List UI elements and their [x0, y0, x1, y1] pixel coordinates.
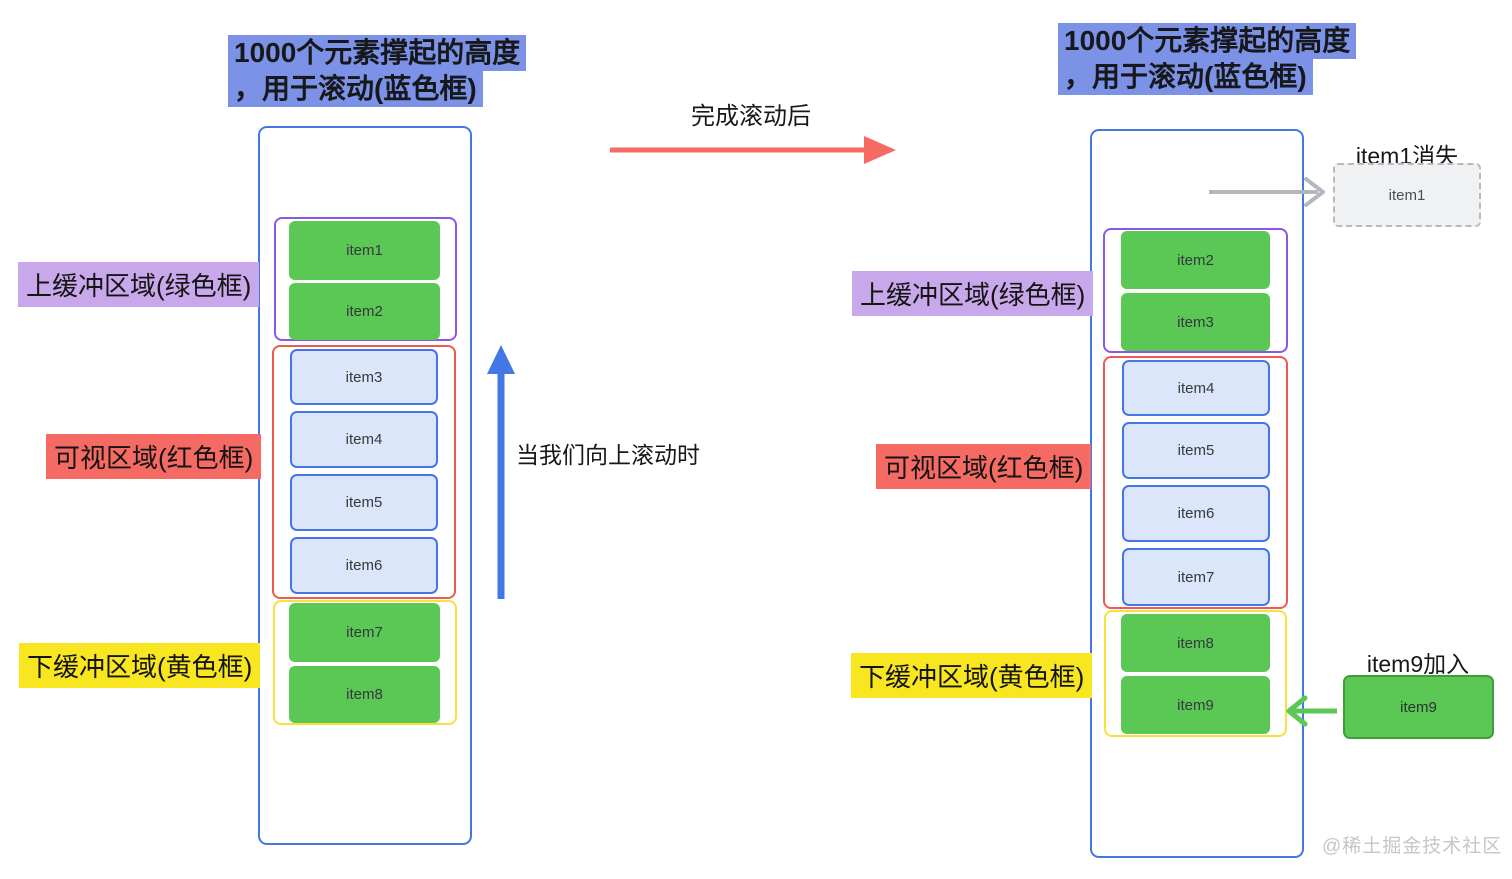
- scroll-done-arrow: [610, 136, 896, 164]
- right-title: 1000个元素撑起的高度 ，用于滚动(蓝色框): [1058, 23, 1357, 95]
- item-card: item4: [290, 411, 438, 468]
- item-removed-arrow: [1209, 177, 1325, 207]
- item-card: item2: [289, 283, 440, 340]
- left-upper-buffer-box: [274, 217, 457, 341]
- item-card: item3: [1121, 293, 1270, 351]
- left-upper-buffer-label: 上缓冲区域(绿色框): [18, 262, 260, 307]
- item-card: item3: [290, 349, 438, 405]
- scroll-done-label: 完成滚动后: [691, 103, 811, 130]
- scroll-up-label: 当我们向上滚动时: [516, 442, 700, 468]
- item-card: item1: [289, 221, 440, 280]
- added-item-card: item9: [1343, 675, 1494, 739]
- left-scroll-container: [258, 126, 472, 845]
- left-visible-area-label: 可视区域(红色框): [46, 434, 262, 479]
- item-card: item8: [289, 666, 440, 723]
- item-card: item8: [1121, 614, 1270, 672]
- right-title-line2: ，用于滚动(蓝色框): [1058, 59, 1313, 95]
- item-added-arrow: [1286, 695, 1337, 727]
- item-added-label: item9加入: [1366, 651, 1470, 677]
- right-upper-buffer-label: 上缓冲区域(绿色框): [852, 271, 1094, 316]
- right-upper-buffer-box: [1103, 228, 1288, 353]
- item-card: item9: [1121, 676, 1270, 734]
- left-lower-buffer-box: [273, 600, 457, 725]
- item-card: item5: [1122, 422, 1270, 479]
- scroll-up-arrow: [487, 345, 515, 599]
- item-card: item6: [1122, 485, 1270, 542]
- left-visible-area-box: [272, 345, 456, 599]
- item-card: item5: [290, 474, 438, 531]
- item-card: item7: [289, 603, 440, 662]
- right-title-line1: 1000个元素撑起的高度: [1058, 23, 1357, 59]
- item-card: item6: [290, 537, 438, 594]
- right-visible-area-label: 可视区域(红色框): [876, 444, 1092, 489]
- watermark: @稀土掘金技术社区: [1322, 836, 1503, 857]
- left-lower-buffer-label: 下缓冲区域(黄色框): [19, 643, 261, 688]
- item-card: item2: [1121, 231, 1270, 289]
- left-title-line2: ，用于滚动(蓝色框): [228, 71, 483, 107]
- right-lower-buffer-box: [1104, 610, 1287, 737]
- left-title-line1: 1000个元素撑起的高度: [228, 35, 527, 71]
- left-title: 1000个元素撑起的高度 ，用于滚动(蓝色框): [228, 35, 527, 107]
- right-lower-buffer-label: 下缓冲区域(黄色框): [851, 653, 1093, 698]
- removed-item-card: item1: [1333, 163, 1481, 227]
- right-scroll-container: [1090, 129, 1304, 858]
- item-card: item7: [1122, 548, 1270, 606]
- item-card: item4: [1122, 360, 1270, 416]
- right-visible-area-box: [1103, 356, 1288, 609]
